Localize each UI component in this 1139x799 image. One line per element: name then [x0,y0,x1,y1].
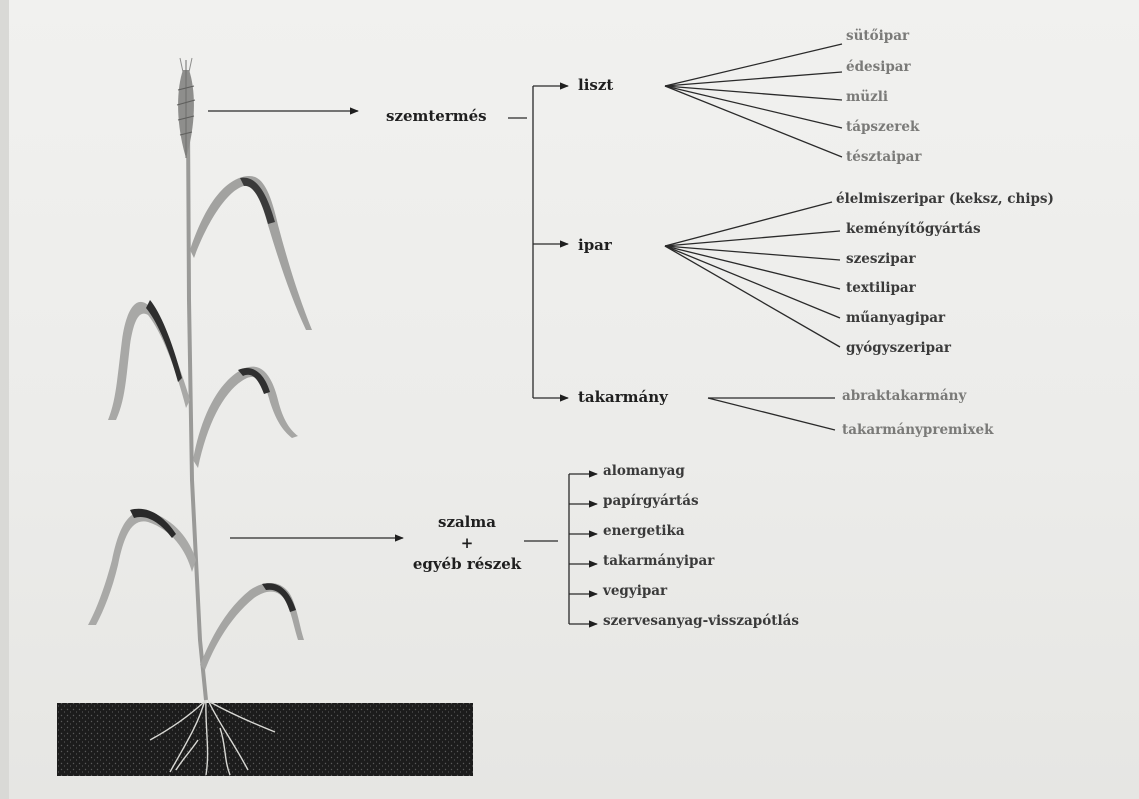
use-straw-6: szervesanyag-visszapótlás [603,615,799,629]
use-liszt-4: tápszerek [846,121,919,135]
use-straw-3: energetika [603,525,685,539]
use-ipar-6: gyógyszeripar [846,342,951,356]
branch-ipar-label: ipar [578,238,612,253]
use-liszt-2: édesipar [846,61,911,75]
use-ipar-5: műanyagipar [846,312,945,326]
use-straw-1: alomanyag [603,465,685,479]
use-liszt-1: sütőipar [846,30,909,44]
use-straw-2: papírgyártás [603,495,699,509]
branch-liszt-label: liszt [578,78,613,93]
branch-takarmany-label: takarmány [578,390,668,405]
use-ipar-3: szeszipar [846,253,916,267]
straw-label-line1: szalma [405,512,529,533]
grain-label: szemtermés [386,109,487,124]
use-takarmany-1: abraktakarmány [842,390,966,404]
use-liszt-5: tésztaipar [846,151,922,165]
straw-label-line3: egyéb részek [405,554,529,575]
straw-label-group: szalma + egyéb részek [405,512,529,575]
use-ipar-4: textilipar [846,282,916,296]
use-liszt-3: müzli [846,91,888,105]
use-straw-4: takarmányipar [603,555,714,569]
use-straw-5: vegyipar [603,585,667,599]
use-ipar-2: keményítőgyártás [846,223,981,237]
straw-label-plus: + [405,533,529,554]
use-takarmany-2: takarmánypremixek [842,424,993,438]
use-ipar-1: élelmiszeripar (keksz, chips) [836,193,1054,207]
